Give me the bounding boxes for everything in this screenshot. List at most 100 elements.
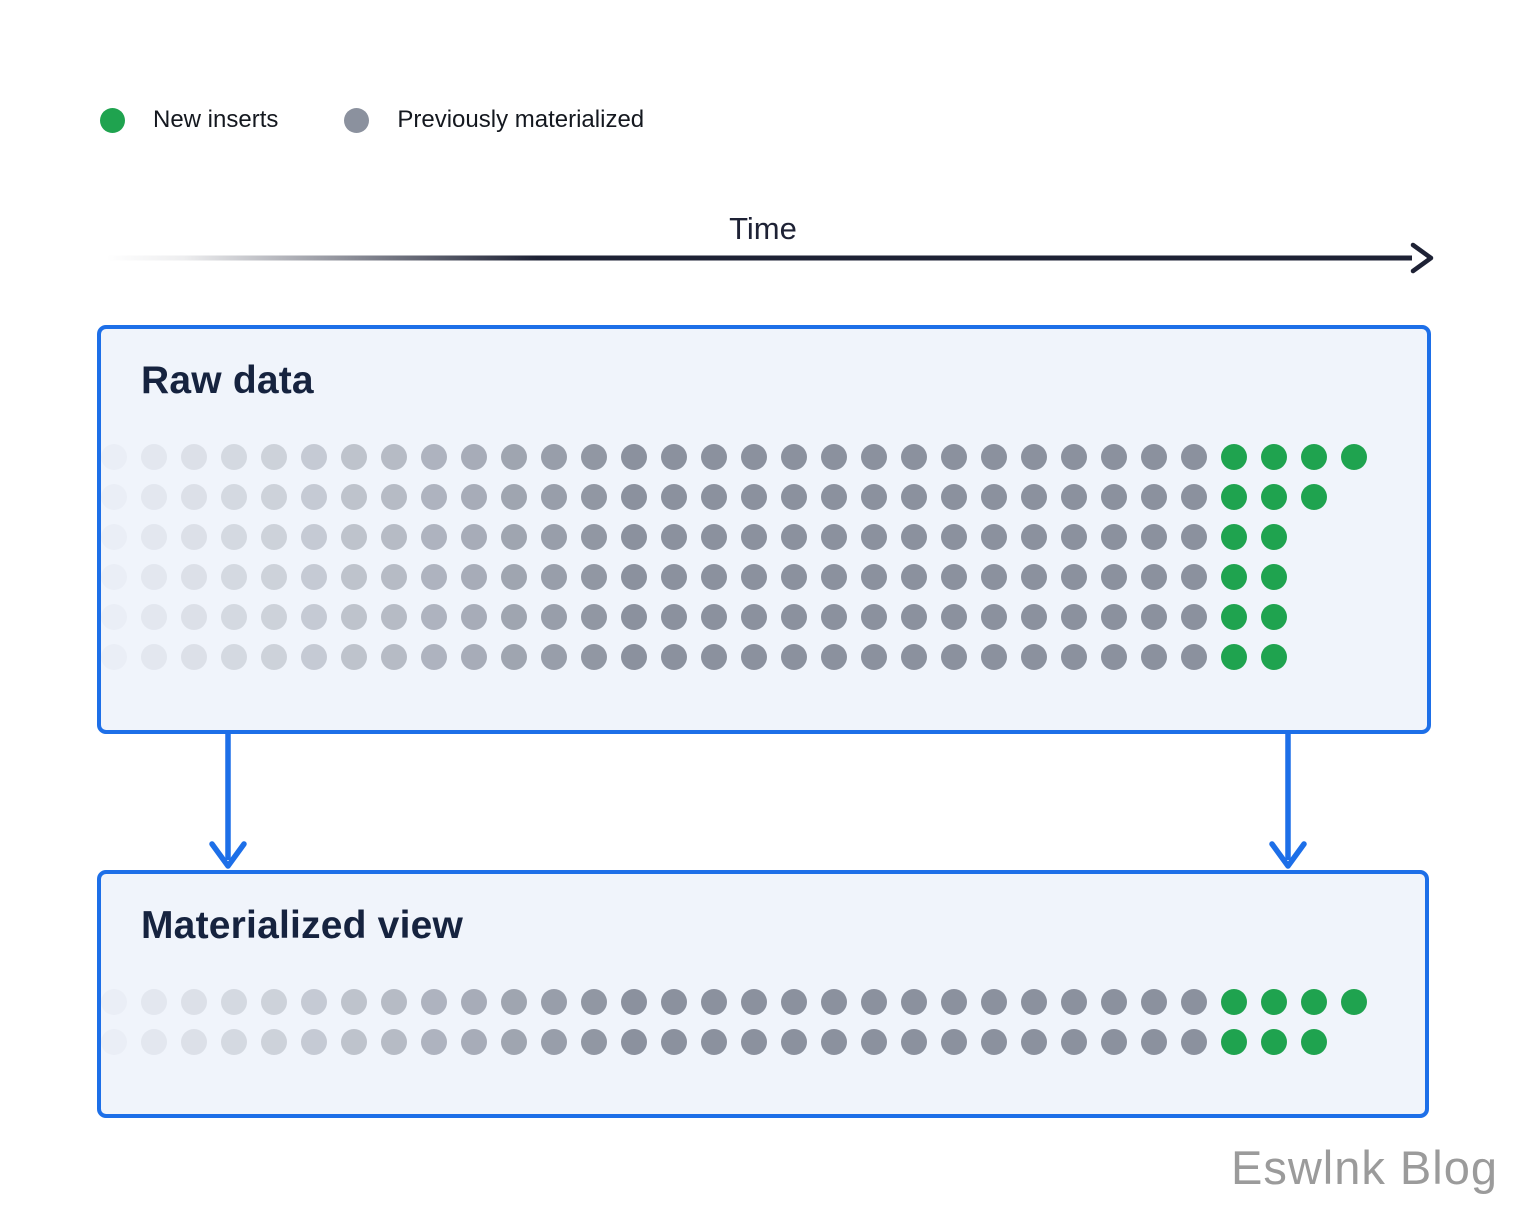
materialized-data-dot — [741, 444, 767, 470]
dot-row — [101, 989, 1367, 1015]
materialized-data-dot — [661, 564, 687, 590]
materialized-data-dot — [821, 989, 847, 1015]
materialized-data-dot — [461, 989, 487, 1015]
materialized-data-dot — [781, 524, 807, 550]
materialized-data-dot — [581, 1029, 607, 1055]
materialized-data-dot — [381, 524, 407, 550]
materialized-data-dot — [421, 604, 447, 630]
materialized-data-dot — [541, 524, 567, 550]
new-insert-dot — [1261, 989, 1287, 1015]
materialized-data-dot — [381, 604, 407, 630]
materialized-data-dot — [1021, 524, 1047, 550]
new-insert-dot — [1301, 444, 1327, 470]
new-insert-dot — [1301, 989, 1327, 1015]
materialized-view-dot-grid — [101, 989, 1367, 1069]
materialized-data-dot — [221, 989, 247, 1015]
materialized-data-dot — [141, 484, 167, 510]
new-insert-dot — [1301, 1029, 1327, 1055]
materialized-data-dot — [541, 604, 567, 630]
materialized-data-dot — [1141, 644, 1167, 670]
materialized-data-dot — [1141, 604, 1167, 630]
materialized-data-dot — [621, 524, 647, 550]
materialized-data-dot — [781, 444, 807, 470]
new-insert-dot — [1301, 484, 1327, 510]
materialized-data-dot — [741, 644, 767, 670]
materialized-data-dot — [1021, 484, 1047, 510]
materialized-data-dot — [821, 644, 847, 670]
materialized-data-dot — [1181, 484, 1207, 510]
materialized-data-dot — [261, 444, 287, 470]
materialized-data-dot — [661, 644, 687, 670]
materialized-data-dot — [821, 1029, 847, 1055]
materialized-data-dot — [341, 989, 367, 1015]
materialized-data-dot — [621, 484, 647, 510]
materialized-data-dot — [861, 989, 887, 1015]
materialized-data-dot — [501, 989, 527, 1015]
new-insert-dot — [1261, 1029, 1287, 1055]
dot-row — [101, 444, 1367, 470]
materialized-data-dot — [501, 524, 527, 550]
materialized-data-dot — [1021, 1029, 1047, 1055]
materialized-data-dot — [941, 524, 967, 550]
materialized-data-dot — [1141, 444, 1167, 470]
materialized-data-dot — [1061, 1029, 1087, 1055]
materialized-data-dot — [621, 564, 647, 590]
new-insert-dot — [1261, 484, 1287, 510]
new-insert-dot — [1221, 444, 1247, 470]
materialized-data-dot — [741, 1029, 767, 1055]
materialized-data-dot — [821, 564, 847, 590]
materialized-data-dot — [1061, 564, 1087, 590]
materialized-data-dot — [821, 524, 847, 550]
materialized-data-dot — [181, 564, 207, 590]
materialized-data-dot — [181, 484, 207, 510]
materialized-data-dot — [141, 564, 167, 590]
materialized-data-dot — [1181, 604, 1207, 630]
materialized-data-dot — [1061, 604, 1087, 630]
materialized-data-dot — [981, 484, 1007, 510]
materialized-data-dot — [621, 644, 647, 670]
materialized-data-dot — [621, 604, 647, 630]
dot-row — [101, 604, 1367, 630]
materialized-view-panel: Materialized view — [97, 870, 1429, 1118]
materialized-data-dot — [181, 604, 207, 630]
materialized-data-dot — [461, 604, 487, 630]
materialized-data-dot — [981, 989, 1007, 1015]
materialized-data-dot — [1021, 444, 1047, 470]
materialized-data-dot — [541, 989, 567, 1015]
new-insert-dot — [1261, 524, 1287, 550]
materialized-data-dot — [1061, 484, 1087, 510]
materialized-data-dot — [1181, 1029, 1207, 1055]
materialized-data-dot — [981, 644, 1007, 670]
materialized-data-dot — [1181, 524, 1207, 550]
materialized-data-dot — [1061, 524, 1087, 550]
materialized-data-dot — [901, 989, 927, 1015]
materialized-data-dot — [941, 644, 967, 670]
materialized-data-dot — [1141, 1029, 1167, 1055]
materialized-data-dot — [381, 564, 407, 590]
materialized-data-dot — [981, 524, 1007, 550]
materialized-data-dot — [101, 1029, 127, 1055]
materialized-data-dot — [381, 444, 407, 470]
dot-row — [101, 484, 1367, 510]
materialized-data-dot — [461, 644, 487, 670]
materialized-data-dot — [861, 484, 887, 510]
materialized-data-dot — [581, 524, 607, 550]
materialized-data-dot — [541, 484, 567, 510]
materialized-data-dot — [101, 444, 127, 470]
raw-data-panel: Raw data — [97, 325, 1431, 734]
materialized-data-dot — [341, 524, 367, 550]
materialized-data-dot — [421, 644, 447, 670]
materialized-data-dot — [421, 1029, 447, 1055]
materialized-data-dot — [141, 524, 167, 550]
materialized-data-dot — [1141, 484, 1167, 510]
new-insert-dot — [1221, 524, 1247, 550]
materialized-data-dot — [1101, 524, 1127, 550]
materialized-data-dot — [341, 484, 367, 510]
materialized-data-dot — [261, 989, 287, 1015]
materialized-data-dot — [1101, 1029, 1127, 1055]
materialized-data-dot — [701, 644, 727, 670]
materialized-data-dot — [581, 604, 607, 630]
materialized-data-dot — [141, 989, 167, 1015]
materialized-data-dot — [541, 564, 567, 590]
legend-item-previously-materialized: Previously materialized — [344, 106, 644, 134]
